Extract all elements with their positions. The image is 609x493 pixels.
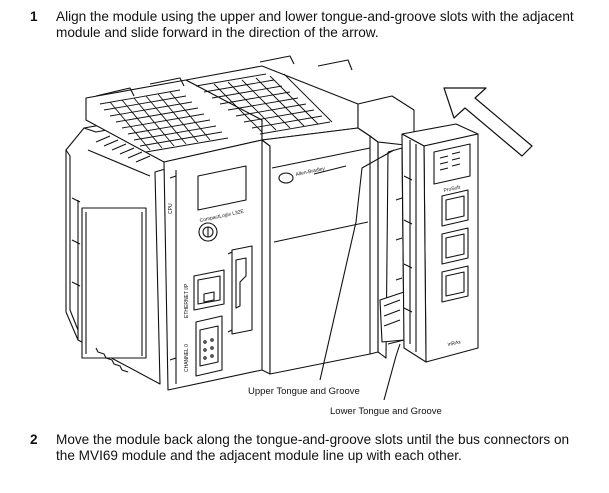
power-supply-module bbox=[65, 107, 205, 385]
step-number: 1 bbox=[30, 9, 38, 24]
instruction-step-2: 2 Move the module back along the tongue-… bbox=[30, 432, 590, 484]
slide-direction-arrow bbox=[443, 87, 533, 157]
inrax-label: inRAx bbox=[447, 339, 462, 348]
upper-callout-leader bbox=[319, 149, 395, 381]
ethernet-label: ETHERNET I/P bbox=[184, 283, 190, 318]
lower-callout-leader bbox=[383, 343, 401, 401]
step-text: Align the module using the upper and low… bbox=[56, 9, 574, 40]
io-module bbox=[185, 55, 379, 375]
lower-tongue-groove-label: Lower Tongue and Groove bbox=[330, 406, 442, 417]
step-text: Move the module back along the tongue-an… bbox=[56, 432, 570, 463]
prosoft-label: ProSoft bbox=[443, 184, 461, 193]
step-number: 2 bbox=[30, 432, 38, 447]
upper-tongue-groove-label: Upper Tongue and Groove bbox=[248, 386, 360, 397]
tongue-and-groove-rail bbox=[357, 95, 415, 359]
cpu-label: CPU bbox=[168, 203, 174, 214]
instruction-step-1: 1 Align the module using the upper and l… bbox=[30, 9, 590, 43]
channel0-label: CHANNEL 0 bbox=[184, 344, 190, 372]
mvi69-module bbox=[401, 123, 479, 363]
compactlogix-controller bbox=[85, 77, 271, 391]
